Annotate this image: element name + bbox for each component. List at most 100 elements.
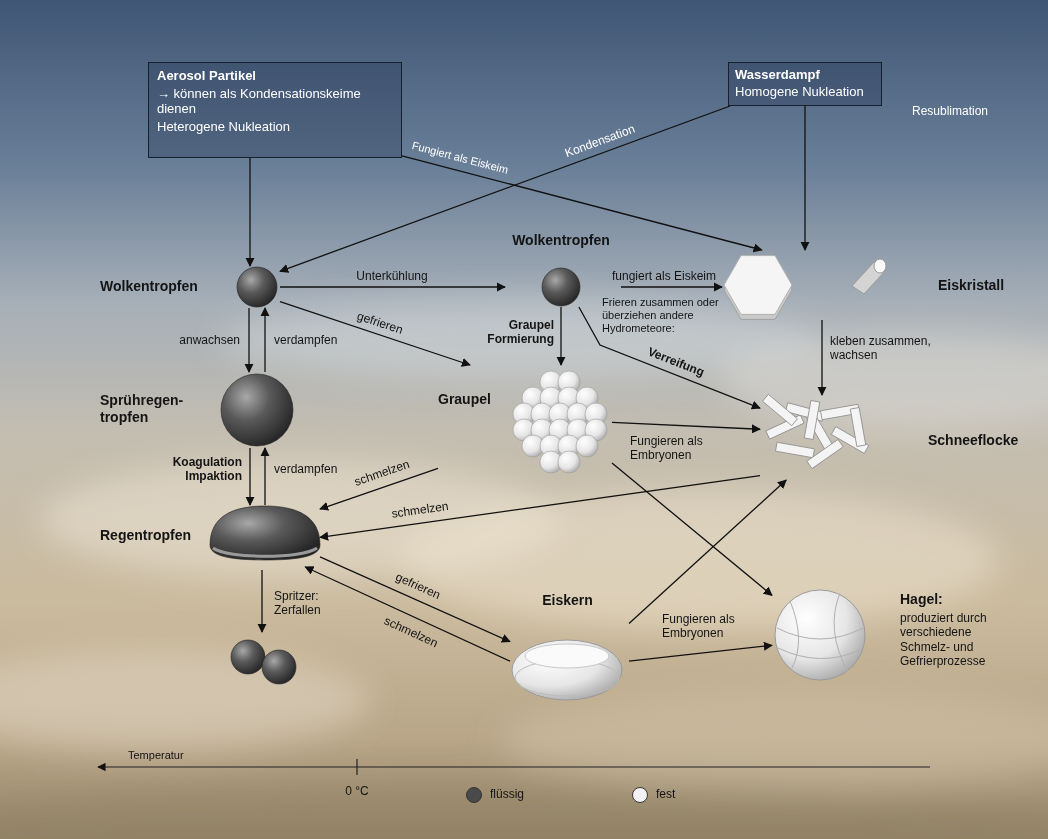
node-title: Schneeflocke xyxy=(928,432,1026,449)
node-title: Wasserdampf xyxy=(735,67,877,83)
arrow-connector xyxy=(264,448,265,505)
hydrometeor-node: Regentropfen xyxy=(98,505,320,567)
edge-label: schmelzen xyxy=(391,499,450,521)
node-title: Aerosol Partikel xyxy=(157,68,393,84)
edge-label: Kondensation xyxy=(563,122,637,161)
process-box: Aerosol Partikel → können als Kondensatio… xyxy=(148,62,402,158)
edge-label: gefrieren xyxy=(355,309,404,338)
edge-label-holder: Unterkühlung xyxy=(356,269,427,283)
edge-label-holder: Fungiert als Eiskeim xyxy=(410,139,509,177)
edge-label-holder: Verreifung xyxy=(646,344,707,379)
hail-illustration xyxy=(775,590,865,680)
arrow-connector xyxy=(264,308,265,372)
edge-label: Verreifung xyxy=(646,344,707,379)
temperature-axis xyxy=(98,759,930,775)
node-title: Eiskristall xyxy=(938,277,1016,294)
edge-label-holder: schmelzen xyxy=(353,457,412,489)
legend-text: fest xyxy=(656,787,675,801)
edge-label: Koagulation Impaktion xyxy=(160,455,242,484)
arrow-connector xyxy=(320,476,760,538)
node-title: Graupel xyxy=(438,391,500,408)
graupel-illustration xyxy=(513,371,607,473)
node-text: Homogene Nukleation xyxy=(735,84,877,100)
legend-swatch xyxy=(466,787,482,803)
hydrometeor-node: Graupel xyxy=(438,365,612,473)
edge-label-holder: verdampfen xyxy=(274,333,337,347)
edge-label-holder: verdampfen xyxy=(274,462,337,476)
legend-item: fest xyxy=(632,787,675,801)
edge-label-holder: gefrieren xyxy=(393,570,442,602)
edge-label: Graupel Formierung xyxy=(484,318,554,347)
liquid-drops xyxy=(210,267,580,684)
ice-core-illustration xyxy=(512,640,622,700)
edge-label: schmelzen xyxy=(382,613,440,650)
edge-label: Fungieren als Embryonen xyxy=(630,434,730,463)
edge-label-holder: Fungieren als Embryonen xyxy=(662,612,757,641)
edge-label: kleben zusammen, wachsen xyxy=(830,334,942,363)
arrow-connector xyxy=(804,106,805,250)
arrow-connector xyxy=(579,307,760,408)
edge-label: gefrieren xyxy=(393,570,442,602)
arrow-connector xyxy=(402,156,762,250)
edge-label-holder: Graupel Formierung xyxy=(484,318,554,347)
arrow-connector xyxy=(629,645,772,661)
snowflake-illustration xyxy=(763,394,869,468)
node-title: Regentropfen xyxy=(100,527,200,544)
annotation-label: Temperatur xyxy=(128,749,184,762)
arrow-connector xyxy=(280,286,505,287)
edge-label-holder: anwachsen xyxy=(168,333,240,347)
hydrometeor-node: Eiskristall xyxy=(722,250,1020,320)
arrow-connector xyxy=(249,158,250,266)
arrow-connector xyxy=(305,567,510,661)
edge-label: Unterkühlung xyxy=(356,269,427,283)
node-title: Wolkentropfen xyxy=(505,232,617,249)
hydrometeor-node: Eiskern xyxy=(510,592,629,702)
legend-text: flüssig xyxy=(490,787,524,801)
node-text: Heterogene Nukleation xyxy=(157,119,393,135)
hydrometeor-node: Wolkentropfen xyxy=(98,266,280,308)
edge-label: fungiert als Eiskeim xyxy=(612,269,716,283)
hydrometeor-node: Schneeflocke xyxy=(760,395,1030,480)
node-title: Sprühregen- tropfen xyxy=(100,392,195,426)
node-title: Eiskern xyxy=(510,592,625,609)
legend-item: flüssig xyxy=(466,787,524,801)
edge-label-holder: kleben zusammen, wachsen xyxy=(830,334,942,363)
edge-label-holder: schmelzen xyxy=(382,613,440,650)
arrow-connector xyxy=(249,448,250,505)
edge-label-holder: gefrieren xyxy=(355,309,404,338)
node-text: → können als Kondensationskeime dienen xyxy=(157,86,393,117)
edge-label: verdampfen xyxy=(274,333,337,347)
edge-label-holder: Fungieren als Embryonen xyxy=(630,434,730,463)
arrow-connector xyxy=(821,320,822,395)
process-box: WasserdampfHomogene Nukleation xyxy=(728,62,882,106)
edge-label-holder: schmelzen xyxy=(391,499,450,521)
arrow-connector xyxy=(560,307,561,365)
legend-swatch xyxy=(632,787,648,803)
edge-label: anwachsen xyxy=(168,333,240,347)
annotation-holder: Temperatur xyxy=(128,749,184,762)
annotation-holder: Frieren zusammen oder überziehen andere … xyxy=(602,296,726,336)
arrow-connector xyxy=(629,480,786,624)
arrow-connector xyxy=(621,286,722,287)
annotation-holder: Spritzer: Zerfallen xyxy=(274,589,338,618)
annotation-label: Spritzer: Zerfallen xyxy=(274,589,338,618)
edge-label-holder: fungiert als Eiskeim xyxy=(612,269,716,283)
annotation-label: 0 °C xyxy=(327,784,387,798)
node-text: produziert durch verschiedene Schmelz- u… xyxy=(900,611,1012,669)
clouds xyxy=(0,300,1048,839)
hydrometeor-node: Sprühregen- tropfen xyxy=(98,372,296,448)
annotation-holder: Resublimation xyxy=(912,104,988,118)
arrow-connector xyxy=(612,422,760,429)
ice-crystal-illustration xyxy=(724,256,886,320)
hydrometeor-node: Wolkentropfen xyxy=(505,230,621,307)
annotation-label: Frieren zusammen oder überziehen andere … xyxy=(602,296,726,336)
arrow-connector xyxy=(248,308,249,372)
annotation-holder: 0 °C xyxy=(327,784,387,798)
node-title: Hagel: xyxy=(900,591,1012,608)
annotation-label: Resublimation xyxy=(912,104,988,118)
edge-label-holder: Koagulation Impaktion xyxy=(160,455,242,484)
edge-label-holder: Kondensation xyxy=(563,122,637,161)
edge-label: Fungiert als Eiskeim xyxy=(410,139,509,177)
arrow-connector xyxy=(612,463,772,595)
